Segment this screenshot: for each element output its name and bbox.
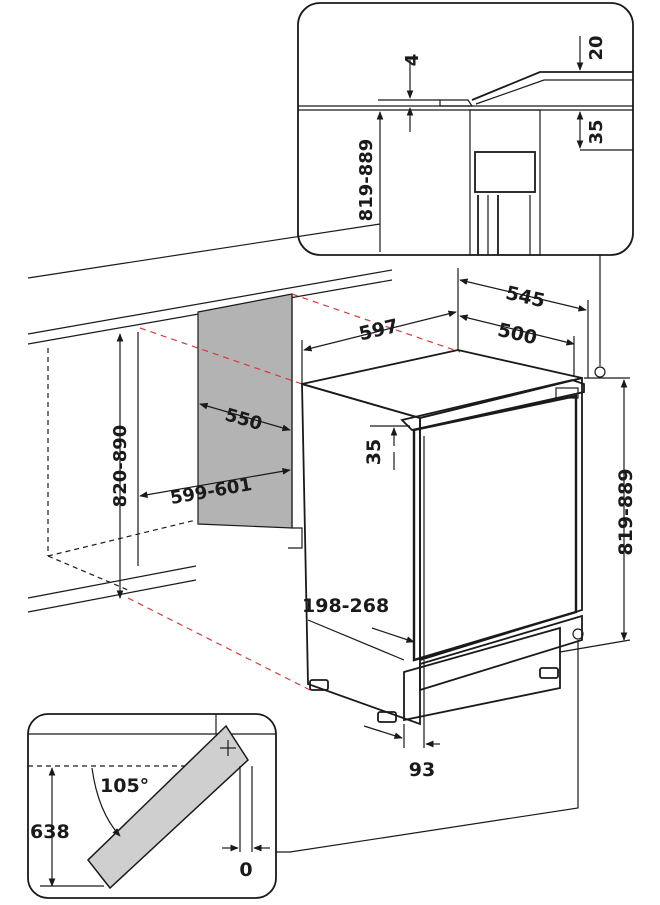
appliance bbox=[276, 349, 585, 853]
detail-top-frame bbox=[297, 2, 634, 256]
detail-top-body bbox=[469, 109, 541, 256]
appliance-dimensions: 545 597 500 819-889 35 198-268 93 bbox=[301, 268, 637, 781]
niche-width-dim bbox=[139, 467, 291, 499]
detail-top-lid bbox=[439, 99, 474, 107]
appliance-door bbox=[412, 394, 578, 662]
foot-depth-label: 93 bbox=[409, 759, 435, 781]
detail-door-clearance-label: 0 bbox=[239, 859, 252, 881]
detail-top-height-label: 819-889 bbox=[356, 139, 377, 222]
appliance-handle-cap bbox=[555, 387, 579, 399]
floor-line-a bbox=[27, 565, 197, 599]
appliance-front-face bbox=[419, 376, 583, 662]
plinth-height-pointer bbox=[371, 627, 415, 643]
worktop-front-edge bbox=[27, 269, 393, 335]
appliance-side-face bbox=[301, 382, 421, 726]
niche-height-label: 820-890 bbox=[110, 425, 131, 508]
depth-label: 500 bbox=[496, 319, 540, 349]
width-top-dim bbox=[459, 278, 587, 312]
appliance-top-face bbox=[301, 349, 583, 419]
appliance-foot-front bbox=[377, 711, 397, 723]
appliance-foot-right bbox=[539, 667, 559, 679]
floor-line-b bbox=[27, 579, 197, 613]
appliance-plinth-panel bbox=[403, 626, 561, 722]
detail-door-angle-arc bbox=[91, 767, 121, 837]
guide-floor bbox=[127, 597, 311, 691]
detail-door-panel: 105° 638 0 bbox=[27, 713, 277, 899]
width-label: 597 bbox=[357, 315, 401, 345]
height-ext-bottom bbox=[559, 639, 631, 653]
detail-top-offset-label: 35 bbox=[586, 119, 607, 144]
depth-dim bbox=[459, 314, 575, 346]
kitchen-niche: 820-890 550 599-601 bbox=[27, 223, 393, 613]
niche-kick-step bbox=[288, 527, 303, 549]
worktop-top-edge bbox=[27, 223, 381, 279]
detail-top-connector-dot bbox=[594, 366, 606, 378]
appliance-foot-left bbox=[309, 679, 329, 691]
width-top-label: 545 bbox=[504, 282, 548, 312]
cabinet-back-dashed bbox=[47, 519, 197, 557]
detail-top-compartment bbox=[474, 151, 536, 193]
cabinet-floor-dashed bbox=[47, 555, 129, 591]
appliance-handle bbox=[400, 379, 585, 431]
detail-door-angle-label: 105° bbox=[100, 775, 149, 797]
detail-door-connector bbox=[276, 640, 579, 853]
door-offset-label: 35 bbox=[363, 439, 385, 465]
detail-top-thickness-label: 20 bbox=[586, 35, 607, 60]
arrow-icon bbox=[363, 725, 403, 739]
detail-door-leaf bbox=[86, 724, 249, 890]
width-dim bbox=[303, 310, 457, 352]
detail-door-height-label: 638 bbox=[30, 821, 70, 843]
detail-door-frame bbox=[27, 713, 277, 899]
plinth-height-label: 198-268 bbox=[302, 595, 389, 617]
detail-top-panel: 4 20 35 819-889 bbox=[297, 2, 634, 378]
niche-depth-dim bbox=[199, 402, 291, 432]
appliance-plinth-side bbox=[307, 619, 405, 661]
detail-top-handle-under bbox=[475, 79, 633, 105]
appliance-plinth-top bbox=[419, 614, 583, 692]
height-label: 819-889 bbox=[615, 468, 637, 555]
detail-door-connector-dot bbox=[572, 628, 584, 640]
detail-top-gap-label: 4 bbox=[402, 54, 423, 67]
detail-top-handle bbox=[471, 71, 633, 101]
